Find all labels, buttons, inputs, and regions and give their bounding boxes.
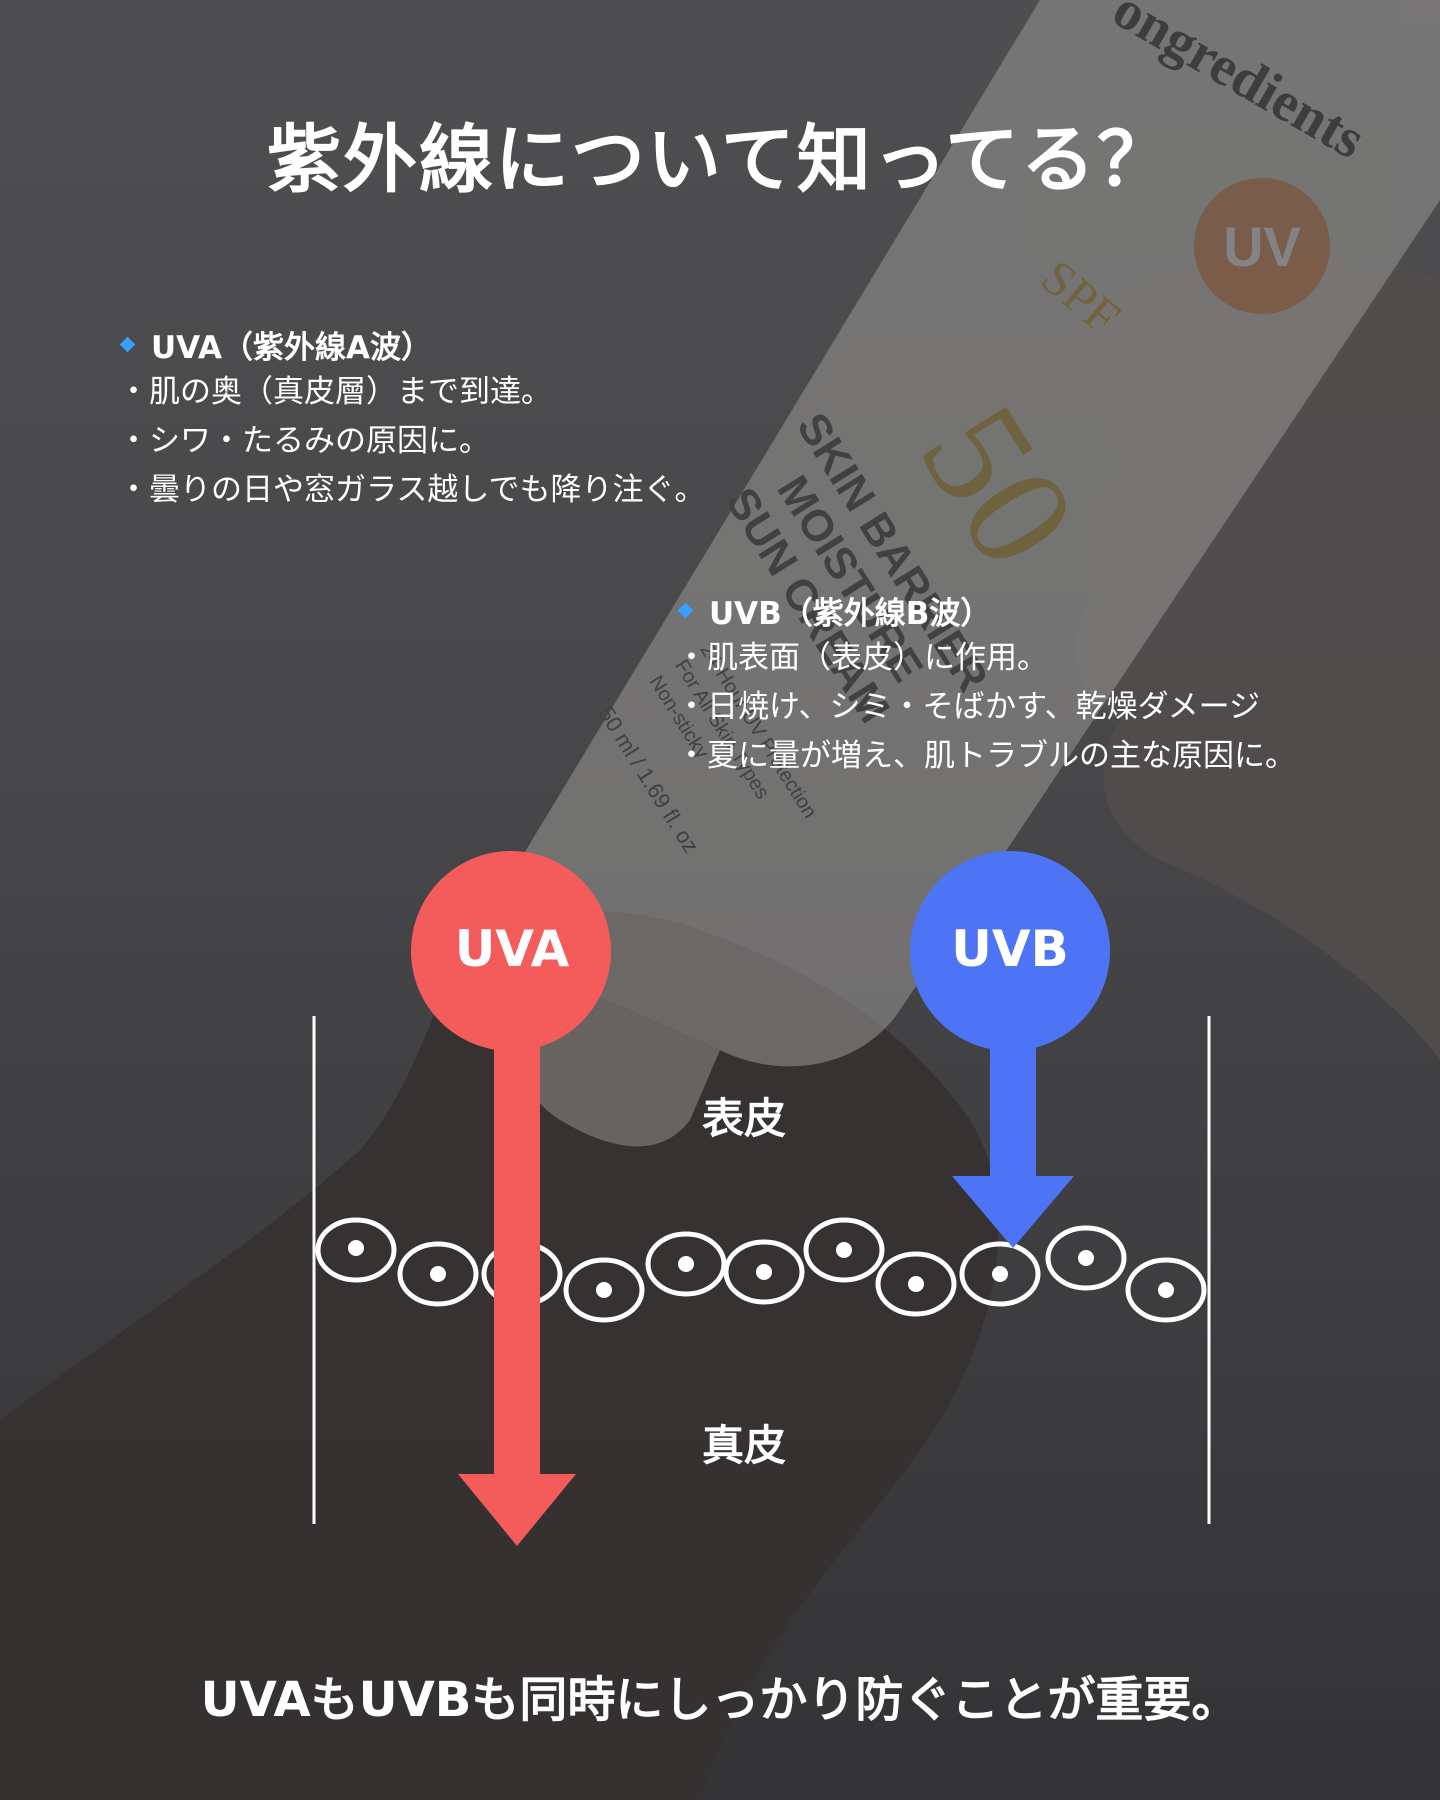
skin-cell [875, 1251, 957, 1317]
skin-cell [803, 1217, 885, 1283]
cell-nucleus [678, 1256, 694, 1272]
uvb-circle [910, 851, 1110, 1051]
uvb-heading-text: UVB（紫外線B波） [709, 595, 992, 632]
diamond-bullet-icon [119, 336, 136, 352]
uva-heading: UVA（紫外線A波） [118, 320, 705, 368]
skin-cell [723, 1239, 805, 1305]
dermis-label: 真皮 [701, 1421, 786, 1470]
uva-arrow [411, 851, 611, 1546]
cell-nucleus [348, 1240, 364, 1256]
skin-cell [645, 1231, 727, 1297]
uva-heading-text: UVA（紫外線A波） [151, 329, 433, 366]
cell-nucleus [836, 1242, 852, 1258]
skin-cell [315, 1217, 397, 1283]
uvb-point: ・日焼け、シミ・そばかす、乾燥ダメージ [676, 689, 1261, 725]
cell-nucleus [1158, 1282, 1174, 1298]
cell-nucleus [1078, 1250, 1094, 1266]
cell-nucleus [908, 1276, 924, 1292]
uva-info-block: UVA（紫外線A波） ・肌の奥（真皮層）まで到達。 ・シワ・たるみの原因に。 ・… [118, 320, 705, 515]
uva-point: ・シワ・たるみの原因に。 [118, 423, 490, 459]
uv-badge-text: UV [1223, 215, 1301, 278]
uvb-circle-label: UVB [951, 920, 1069, 978]
cell-nucleus [596, 1282, 612, 1298]
diamond-bullet-icon [677, 602, 694, 618]
epidermis-label: 表皮 [701, 1094, 786, 1143]
uvb-arrow [910, 851, 1110, 1248]
uvb-point: ・肌表面（表皮）に作用。 [676, 640, 1048, 676]
skin-cell [1045, 1225, 1127, 1291]
uvb-heading: UVB（紫外線B波） [676, 586, 1296, 634]
uva-circle-label: UVA [454, 920, 570, 978]
uvb-point: ・夏に量が増え、肌トラブルの主な原因に。 [676, 738, 1296, 774]
uv-badge-icon [1194, 178, 1330, 314]
skin-cell [1125, 1257, 1207, 1323]
uva-point: ・曇りの日や窓ガラス越しでも降り注ぐ。 [118, 472, 706, 508]
uva-circle [411, 851, 611, 1051]
cell-nucleus [430, 1266, 446, 1282]
cell-nucleus [992, 1266, 1008, 1282]
uvb-info-block: UVB（紫外線B波） ・肌表面（表皮）に作用。 ・日焼け、シミ・そばかす、乾燥ダ… [676, 586, 1296, 781]
uva-point: ・肌の奥（真皮層）まで到達。 [118, 374, 552, 410]
skin-cell [959, 1241, 1041, 1307]
sunscreen-tube: 50 SKIN BARRIER MOISTURE SUN CREAM 24-Ho… [510, 0, 1440, 1147]
page-title: 紫外線について知ってる？ [266, 117, 1174, 203]
footer-message: UVAもUVBも同時にしっかり防ぐことが重要。 [200, 1672, 1240, 1728]
skin-cell [563, 1257, 645, 1323]
cell-nucleus [756, 1264, 772, 1280]
skin-cell [397, 1241, 479, 1307]
